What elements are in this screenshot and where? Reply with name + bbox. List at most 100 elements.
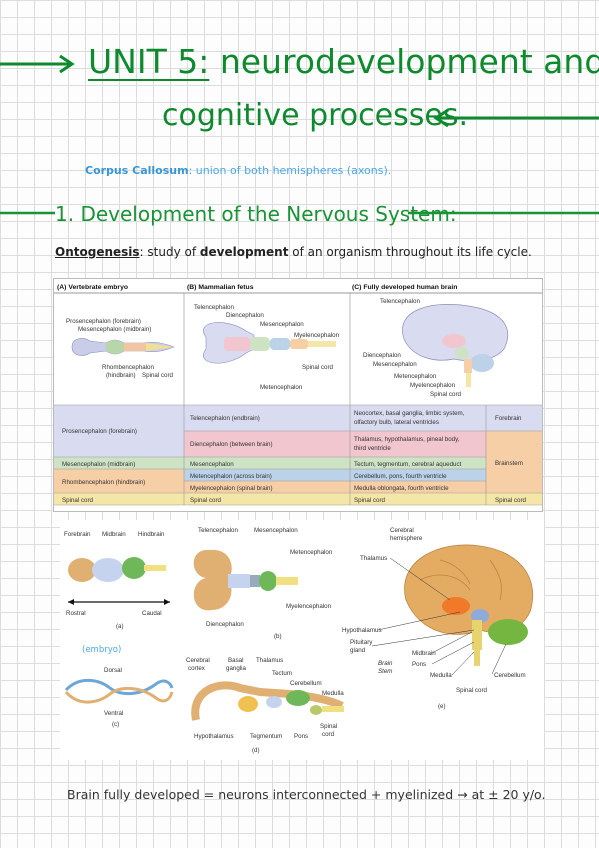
label-stem: Stem	[378, 668, 392, 675]
title-rest: neurodevelopment and	[209, 42, 599, 81]
ontogenesis-definition: Ontogenesis: study of development of an …	[55, 245, 532, 259]
label-mesencephalon: Mesencephalon (midbrain)	[78, 326, 151, 333]
label-mesencephalon: Mesencephalon	[254, 527, 298, 534]
label-cerebellum-e: Cerebellum	[494, 672, 526, 679]
label-diencephalon-c: Diencephalon	[363, 352, 401, 359]
footer-note: Brain fully developed = neurons intercon…	[67, 787, 546, 802]
label-pons-d: Pons	[294, 733, 308, 740]
panel-a-title: (A) Vertebrate embryo	[57, 284, 128, 291]
label-myelencephalon-b: Myelencephalon	[294, 332, 340, 339]
table-brainstem: Brainstem	[495, 460, 523, 467]
table-tel-structures-1: Neocortex, basal ganglia, limbic system,	[354, 410, 465, 417]
label-thalamus-e: Thalamus	[360, 555, 387, 562]
label-hindbrain: (hindbrain)	[106, 372, 136, 379]
label-spinal-cord-b: Spinal cord	[302, 364, 334, 371]
brain-regions-svg: Forebrain Midbrain Hindbrain Rostral Cau…	[64, 527, 534, 754]
label-e: (e)	[438, 703, 446, 710]
label-forebrain: Forebrain	[64, 531, 91, 538]
label-ventral: Ventral	[104, 710, 123, 717]
label-cerebral-e: Cerebral	[390, 527, 414, 534]
note-term: Corpus Callosum	[85, 164, 189, 177]
label-dorsal: Dorsal	[104, 667, 122, 674]
label-d: (d)	[252, 747, 260, 754]
title-arrow-left	[0, 54, 75, 74]
label-rostral: Rostral	[66, 610, 86, 617]
label-pons-e: Pons	[412, 661, 426, 668]
diagram-d-sagittal	[191, 681, 344, 721]
label-b: (b)	[274, 633, 282, 640]
label-cerebellum-d: Cerebellum	[290, 680, 322, 687]
label-caudal: Caudal	[142, 610, 162, 617]
page-title: UNIT 5: neurodevelopment and	[88, 42, 599, 81]
table-spinal-3: Spinal cord	[354, 497, 386, 504]
table-forebrain: Forebrain	[495, 415, 522, 422]
table-rhombencephalon: Rhombencephalon (hindbrain)	[62, 479, 145, 486]
label-tegmentum: Tegmentum	[250, 733, 282, 740]
embryo-tube-diagram	[71, 338, 175, 356]
adult-brain-diagram	[402, 304, 509, 387]
label-metencephalon-b: Metencephalon	[260, 384, 303, 391]
page-title-line2: cognitive processes.	[162, 98, 468, 133]
label-hemisphere: hemisphere	[390, 535, 423, 542]
label-prosencephalon: Prosencephalon (forebrain)	[66, 318, 141, 325]
label-spinal-cord-e: Spinal cord	[456, 687, 488, 694]
label-spinal-d: Spinal	[320, 723, 337, 730]
table-dien-structures-2: third ventricle	[354, 445, 391, 452]
brain-development-svg: (A) Vertebrate embryo (B) Mammalian fetu…	[54, 284, 542, 506]
label-pituitary: Pituitary	[350, 639, 373, 646]
ontogenesis-bold: development	[199, 245, 289, 259]
label-telencephalon: Telencephalon	[198, 527, 238, 534]
table-mes-structures: Tectum, tegmentum, cerebral aqueduct	[354, 461, 462, 468]
panel-c-title: (C) Fully developed human brain	[352, 284, 457, 291]
section-heading: 1. Development of the Nervous System:	[55, 202, 457, 226]
label-ganglia: ganglia	[226, 665, 247, 672]
label-myelencephalon: Myelencephalon	[286, 603, 332, 610]
label-hypothalamus-e: Hypothalamus	[342, 627, 382, 634]
unit-label: UNIT 5:	[88, 42, 210, 81]
fetus-brain-diagram	[203, 322, 336, 364]
table-dien-structures-1: Thalamus, hypothalamus, pineal body,	[354, 436, 460, 443]
label-c: (c)	[112, 721, 119, 728]
label-hypothalamus-d: Hypothalamus	[194, 733, 234, 740]
ontogenesis-pre: : study of	[139, 245, 200, 259]
ontogenesis-term: Ontogenesis	[55, 245, 140, 259]
label-tectum: Tectum	[272, 670, 292, 677]
table-tel-structures-2: olfactory bulb, lateral ventricles	[354, 419, 439, 426]
label-gland: gland	[350, 647, 366, 654]
table-spinal-2: Spinal cord	[190, 497, 222, 504]
label-thalamus-d: Thalamus	[256, 657, 283, 664]
label-midbrain-a: Midbrain	[102, 531, 126, 538]
label-myelencephalon-c: Myelencephalon	[410, 382, 456, 389]
label-midbrain-e: Midbrain	[412, 650, 436, 657]
label-mesencephalon-c: Mesencephalon	[373, 361, 417, 368]
table-spinal-4: Spinal cord	[495, 497, 527, 504]
table-diencephalon: Diencephalon (between brain)	[190, 441, 273, 448]
label-a: (a)	[116, 623, 124, 630]
diagram-a-neural-tube	[68, 557, 170, 605]
table-mesencephalon-2: Mesencephalon	[190, 461, 234, 468]
table-prosencephalon: Prosencephalon (forebrain)	[62, 428, 137, 435]
diagram-c-embryo-tube	[64, 678, 174, 704]
label-metencephalon-c: Metencephalon	[394, 373, 437, 380]
label-basal: Basal	[228, 657, 243, 664]
title-arrow-right	[433, 108, 599, 128]
brain-development-table-figure: (A) Vertebrate embryo (B) Mammalian fetu…	[53, 278, 543, 512]
label-metencephalon: Metencephalon	[290, 549, 333, 556]
label-rhombencephalon: Rhombencephalon	[102, 364, 155, 371]
diagram-e-human-brain	[404, 544, 534, 666]
label-mesencephalon-b: Mesencephalon	[260, 321, 304, 328]
label-cord-d: cord	[322, 731, 335, 738]
table-myelencephalon: Myelencephalon (spinal brain)	[190, 485, 273, 492]
label-diencephalon: Diencephalon	[206, 621, 244, 628]
development-table: Prosencephalon (forebrain) Telencephalon…	[54, 404, 542, 506]
panel-b-title: (B) Mammalian fetus	[187, 284, 254, 291]
label-telencephalon-b: Telencephalon	[194, 304, 234, 311]
table-myel-structures: Medulla oblongata, fourth ventricle	[354, 485, 449, 492]
section-line-left	[0, 211, 55, 215]
brain-regions-figure: Forebrain Midbrain Hindbrain Rostral Cau…	[60, 520, 544, 760]
corpus-callosum-note: Corpus Callosum: union of both hemispher…	[85, 164, 391, 177]
table-mesencephalon-1: Mesencephalon (midbrain)	[62, 461, 135, 468]
section-line-right	[408, 211, 599, 215]
table-met-structures: Cerebellum, pons, fourth ventricle	[354, 473, 447, 480]
label-telencephalon-c: Telencephalon	[380, 298, 420, 305]
